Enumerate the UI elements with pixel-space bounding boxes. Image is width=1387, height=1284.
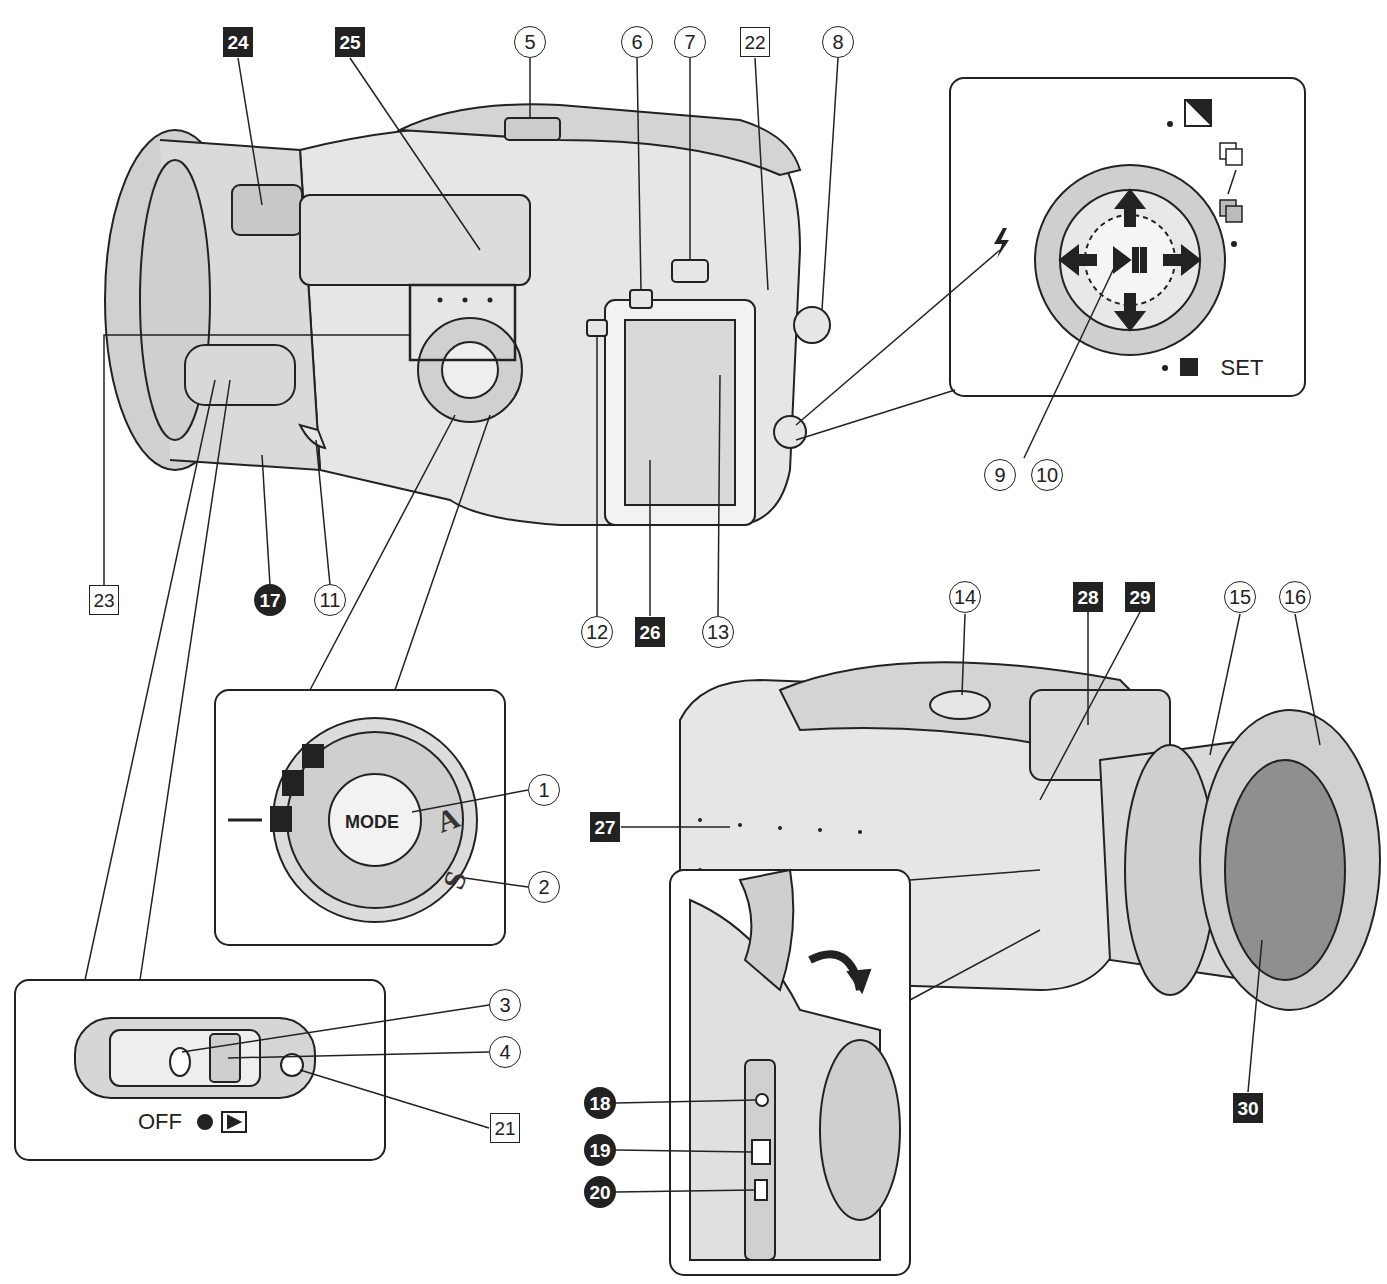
callout-number: 18 — [584, 1087, 616, 1119]
callout-number: 15 — [1224, 581, 1256, 613]
joystick — [994, 100, 1242, 376]
callout-number: 21 — [490, 1113, 520, 1143]
callout-number: 28 — [1073, 582, 1103, 612]
control-label: OFF — [138, 1111, 182, 1133]
callout-number: 19 — [584, 1134, 616, 1166]
connector-detail — [690, 870, 900, 1260]
zoom-lever — [505, 118, 560, 140]
callout-number: 30 — [1233, 1093, 1263, 1123]
lcd-monitor — [605, 300, 755, 525]
inset-frame — [950, 78, 1305, 396]
inset-frame — [215, 690, 505, 945]
button — [587, 320, 607, 336]
callout-number: 14 — [949, 581, 981, 613]
callout-number: 22 — [740, 27, 770, 57]
viewfinder — [300, 195, 530, 285]
callout-number: 11 — [314, 584, 346, 616]
callout-number: 26 — [635, 617, 665, 647]
control-label: SET — [1221, 357, 1264, 379]
callout-number: 2 — [528, 871, 560, 903]
release-lever — [300, 425, 325, 448]
callout-number: 13 — [702, 616, 734, 648]
callout-number: 12 — [581, 616, 613, 648]
power-switch-detail — [75, 1018, 315, 1132]
callout-number: 27 — [590, 812, 620, 842]
callout-number: 8 — [822, 26, 854, 58]
callout-number: 23 — [89, 585, 119, 615]
lens — [1225, 760, 1345, 980]
camera-body — [300, 124, 800, 525]
callout-number: 10 — [1031, 459, 1063, 491]
dial-label: MODE — [345, 813, 399, 831]
callout-number: 4 — [489, 1036, 521, 1068]
inset-frame — [15, 980, 385, 1160]
callout-number: 24 — [223, 27, 253, 57]
callout-number: 5 — [514, 26, 546, 58]
callout-number: 7 — [674, 26, 706, 58]
callout-number: 29 — [1125, 582, 1155, 612]
callout-number: 20 — [584, 1176, 616, 1208]
dial-mark: A — [433, 802, 464, 838]
button — [630, 290, 652, 308]
power-switch — [185, 345, 295, 405]
snapshot-button — [672, 260, 708, 282]
microphone — [232, 185, 302, 235]
dial-mark: S — [438, 867, 472, 893]
zoom-lever — [930, 691, 990, 719]
mode-button — [442, 342, 498, 398]
callout-number: 1 — [528, 774, 560, 806]
inset-frame — [670, 870, 910, 1275]
mode-dial-detail — [228, 718, 477, 922]
camera-top — [400, 104, 800, 175]
callout-number: 16 — [1279, 581, 1311, 613]
bracket — [410, 285, 515, 360]
lens-hood — [1200, 710, 1380, 1010]
callout-number: 6 — [621, 26, 653, 58]
callout-number: 25 — [335, 27, 365, 57]
leader-line — [85, 58, 1320, 1192]
callout-number: 17 — [254, 584, 286, 616]
callout-number: 9 — [984, 459, 1016, 491]
mode-dial — [418, 318, 522, 422]
start-stop-button — [794, 307, 830, 343]
callout-number: 3 — [489, 989, 521, 1021]
